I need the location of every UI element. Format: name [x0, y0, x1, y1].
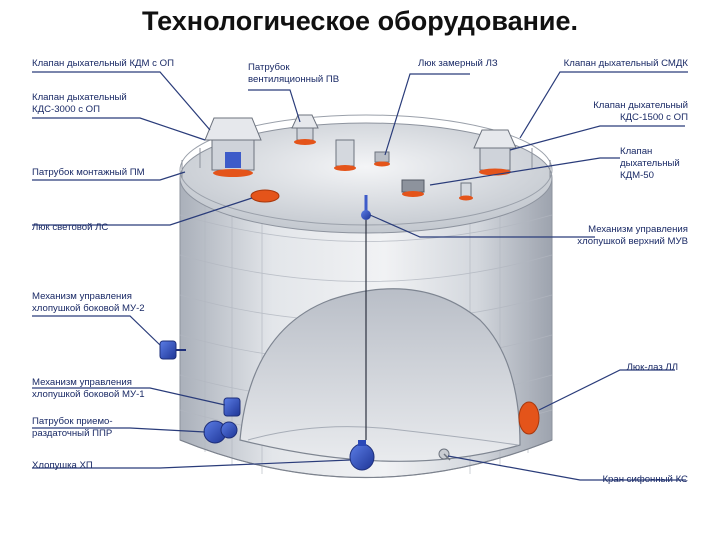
ls-hatch	[251, 190, 279, 202]
label-muv: Механизм управления хлопушкой верхний МУ…	[577, 224, 688, 248]
label-kdm-op: Клапан дыхательный КДМ с ОП	[32, 58, 174, 70]
label-mu2-line2: хлопушкой боковой МУ-2	[32, 303, 145, 315]
label-kds1500-line1: Клапан дыхательный	[593, 100, 688, 112]
label-ls: Люк световой ЛС	[32, 222, 108, 234]
mu1-mechanism	[224, 398, 240, 416]
label-ll: Люк-лаз ЛЛ	[627, 362, 678, 374]
label-kds1500: Клапан дыхательный КДС-1500 с ОП	[593, 100, 688, 124]
ks-siphon	[439, 449, 450, 460]
label-ppr-line1: Патрубок приемо-	[32, 416, 113, 428]
kds3000-valve	[205, 118, 261, 177]
label-pv-line2: вентиляционный ПВ	[248, 74, 339, 86]
kdm50-valve	[459, 183, 473, 201]
label-pv: Патрубок вентиляционный ПВ	[248, 62, 339, 86]
label-kdm50: Клапан дыхательный КДМ-50	[620, 146, 680, 182]
label-mu1: Механизм управления хлопушкой боковой МУ…	[32, 377, 145, 401]
label-pv-line1: Патрубок	[248, 62, 339, 74]
smdk-valve	[402, 180, 424, 197]
label-ks: Кран сифонный КС	[602, 474, 688, 486]
label-mu1-line1: Механизм управления	[32, 377, 145, 389]
label-muv-line2: хлопушкой верхний МУВ	[577, 236, 688, 248]
label-kds3000-line2: КДС-3000 с ОП	[32, 104, 127, 116]
label-pm: Патрубок монтажный ПМ	[32, 167, 145, 179]
label-mu2-line1: Механизм управления	[32, 291, 145, 303]
label-kdm50-line1: Клапан	[620, 146, 680, 158]
label-ppr-line2: раздаточный ППР	[32, 428, 113, 440]
ll-manhole	[519, 402, 539, 434]
label-lz: Люк замерный ЛЗ	[418, 58, 498, 70]
label-kdm50-line2: дыхательный	[620, 158, 680, 170]
label-mu1-line2: хлопушкой боковой МУ-1	[32, 389, 145, 401]
label-mu2: Механизм управления хлопушкой боковой МУ…	[32, 291, 145, 315]
lz-hatch	[374, 152, 390, 167]
label-kds3000: Клапан дыхательный КДС-3000 с ОП	[32, 92, 127, 116]
kds1500-valve	[474, 130, 516, 176]
label-muv-line1: Механизм управления	[577, 224, 688, 236]
label-kdm50-line3: КДМ-50	[620, 170, 680, 182]
vent-pipe-small	[334, 140, 356, 171]
label-kds1500-line2: КДС-1500 с ОП	[593, 112, 688, 124]
label-ppr: Патрубок приемо- раздаточный ППР	[32, 416, 113, 440]
label-hp: Хлопушка ХП	[32, 460, 93, 472]
label-kds3000-line1: Клапан дыхательный	[32, 92, 127, 104]
label-smdk: Клапан дыхательный СМДК	[564, 58, 688, 70]
